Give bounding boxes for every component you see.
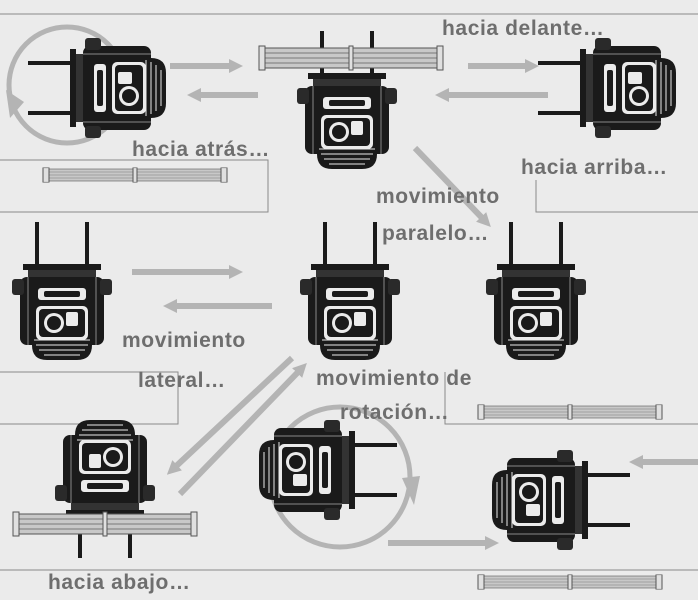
rotation-arrowhead-top: [6, 90, 24, 118]
forklift-bottom-right: [491, 449, 631, 551]
label-down: hacia abajo…: [48, 571, 191, 594]
forklift-forward: [537, 37, 677, 139]
frame-lines: [0, 13, 698, 571]
rotation-arrowhead-bottom: [402, 476, 420, 505]
load-top: [258, 45, 444, 71]
load-bottom-left: [12, 511, 198, 537]
label-parallel-1: movimiento: [376, 185, 500, 208]
forklift-rotating-top: [27, 37, 167, 139]
label-parallel-2: paralelo…: [382, 222, 489, 245]
forklift-right: [485, 221, 587, 361]
load-right-middle: [477, 404, 663, 420]
label-lateral-2: lateral…: [138, 369, 226, 392]
load-bottom-right: [477, 574, 663, 590]
forklift-rotating-bottom: [258, 419, 398, 521]
label-rotation-1: movimiento de: [316, 367, 472, 390]
label-backward: hacia atrás…: [132, 138, 270, 161]
label-up: hacia arriba…: [521, 156, 668, 179]
label-lateral-1: movimiento: [122, 329, 246, 352]
label-rotation-2: rotación…: [340, 401, 450, 424]
forklift-lowering: [54, 419, 156, 559]
movement-arrows: [132, 59, 698, 550]
label-forward: hacia delante…: [442, 17, 605, 40]
forklift-left: [11, 221, 113, 361]
load-left: [42, 167, 228, 183]
